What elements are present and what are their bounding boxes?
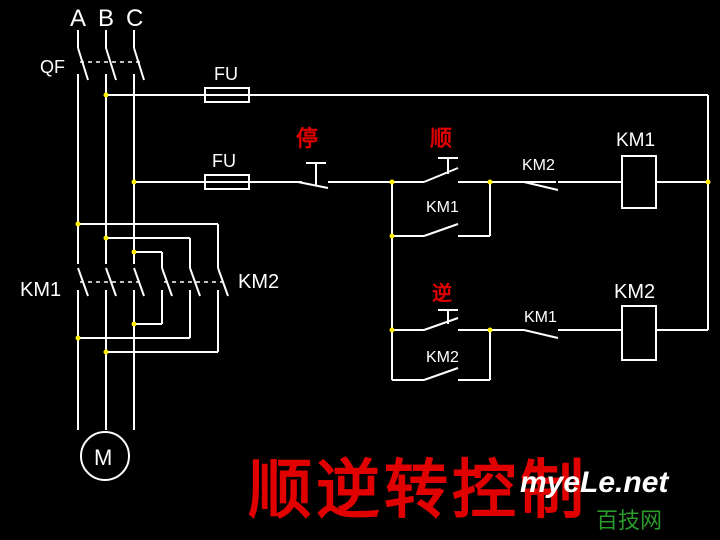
qf-blade-b bbox=[105, 47, 117, 81]
watermark-cn: 百技网 bbox=[596, 509, 662, 534]
km2-main-label: KM2 bbox=[238, 271, 279, 293]
km2-hold-label: KM2 bbox=[426, 349, 459, 366]
breaker-label: QF bbox=[40, 57, 65, 77]
fuse-top-label: FU bbox=[214, 64, 238, 84]
phase-label-a: A bbox=[70, 5, 86, 32]
km1-interlock-label: KM1 bbox=[524, 309, 557, 326]
coil-km2-symbol bbox=[621, 305, 657, 361]
coil-km1-symbol bbox=[621, 155, 657, 209]
qf-blade-a bbox=[77, 47, 89, 81]
qf-blade-c bbox=[133, 47, 145, 81]
motor-label: M bbox=[94, 445, 112, 470]
fwd-button-contact bbox=[423, 167, 459, 183]
title-text: 顺逆转控制 bbox=[248, 454, 588, 528]
phase-label-b: B bbox=[98, 5, 114, 32]
fwd-button-label: 顺 bbox=[430, 127, 452, 152]
km2-interlock-label: KM2 bbox=[522, 157, 555, 174]
watermark-url: myeLe.net bbox=[520, 466, 670, 499]
junction-nodes bbox=[75, 92, 711, 355]
phase-label-c: C bbox=[126, 5, 143, 32]
rev-button-label: 逆 bbox=[432, 281, 452, 305]
stop-button-contact bbox=[297, 181, 329, 189]
fuse-control bbox=[204, 174, 250, 190]
motor-symbol bbox=[80, 431, 130, 481]
coil-km1-label: KM1 bbox=[616, 130, 655, 151]
fuse-control-label: FU bbox=[212, 151, 236, 171]
km1-main-label: KM1 bbox=[20, 279, 61, 301]
rev-button-contact bbox=[423, 317, 459, 331]
km1-hold-label: KM1 bbox=[426, 199, 459, 216]
fuse-top bbox=[204, 87, 250, 103]
control-circuit bbox=[297, 95, 709, 381]
stop-button-label: 停 bbox=[296, 126, 318, 152]
power-circuit bbox=[77, 30, 708, 481]
coil-km2-label: KM2 bbox=[614, 281, 655, 303]
